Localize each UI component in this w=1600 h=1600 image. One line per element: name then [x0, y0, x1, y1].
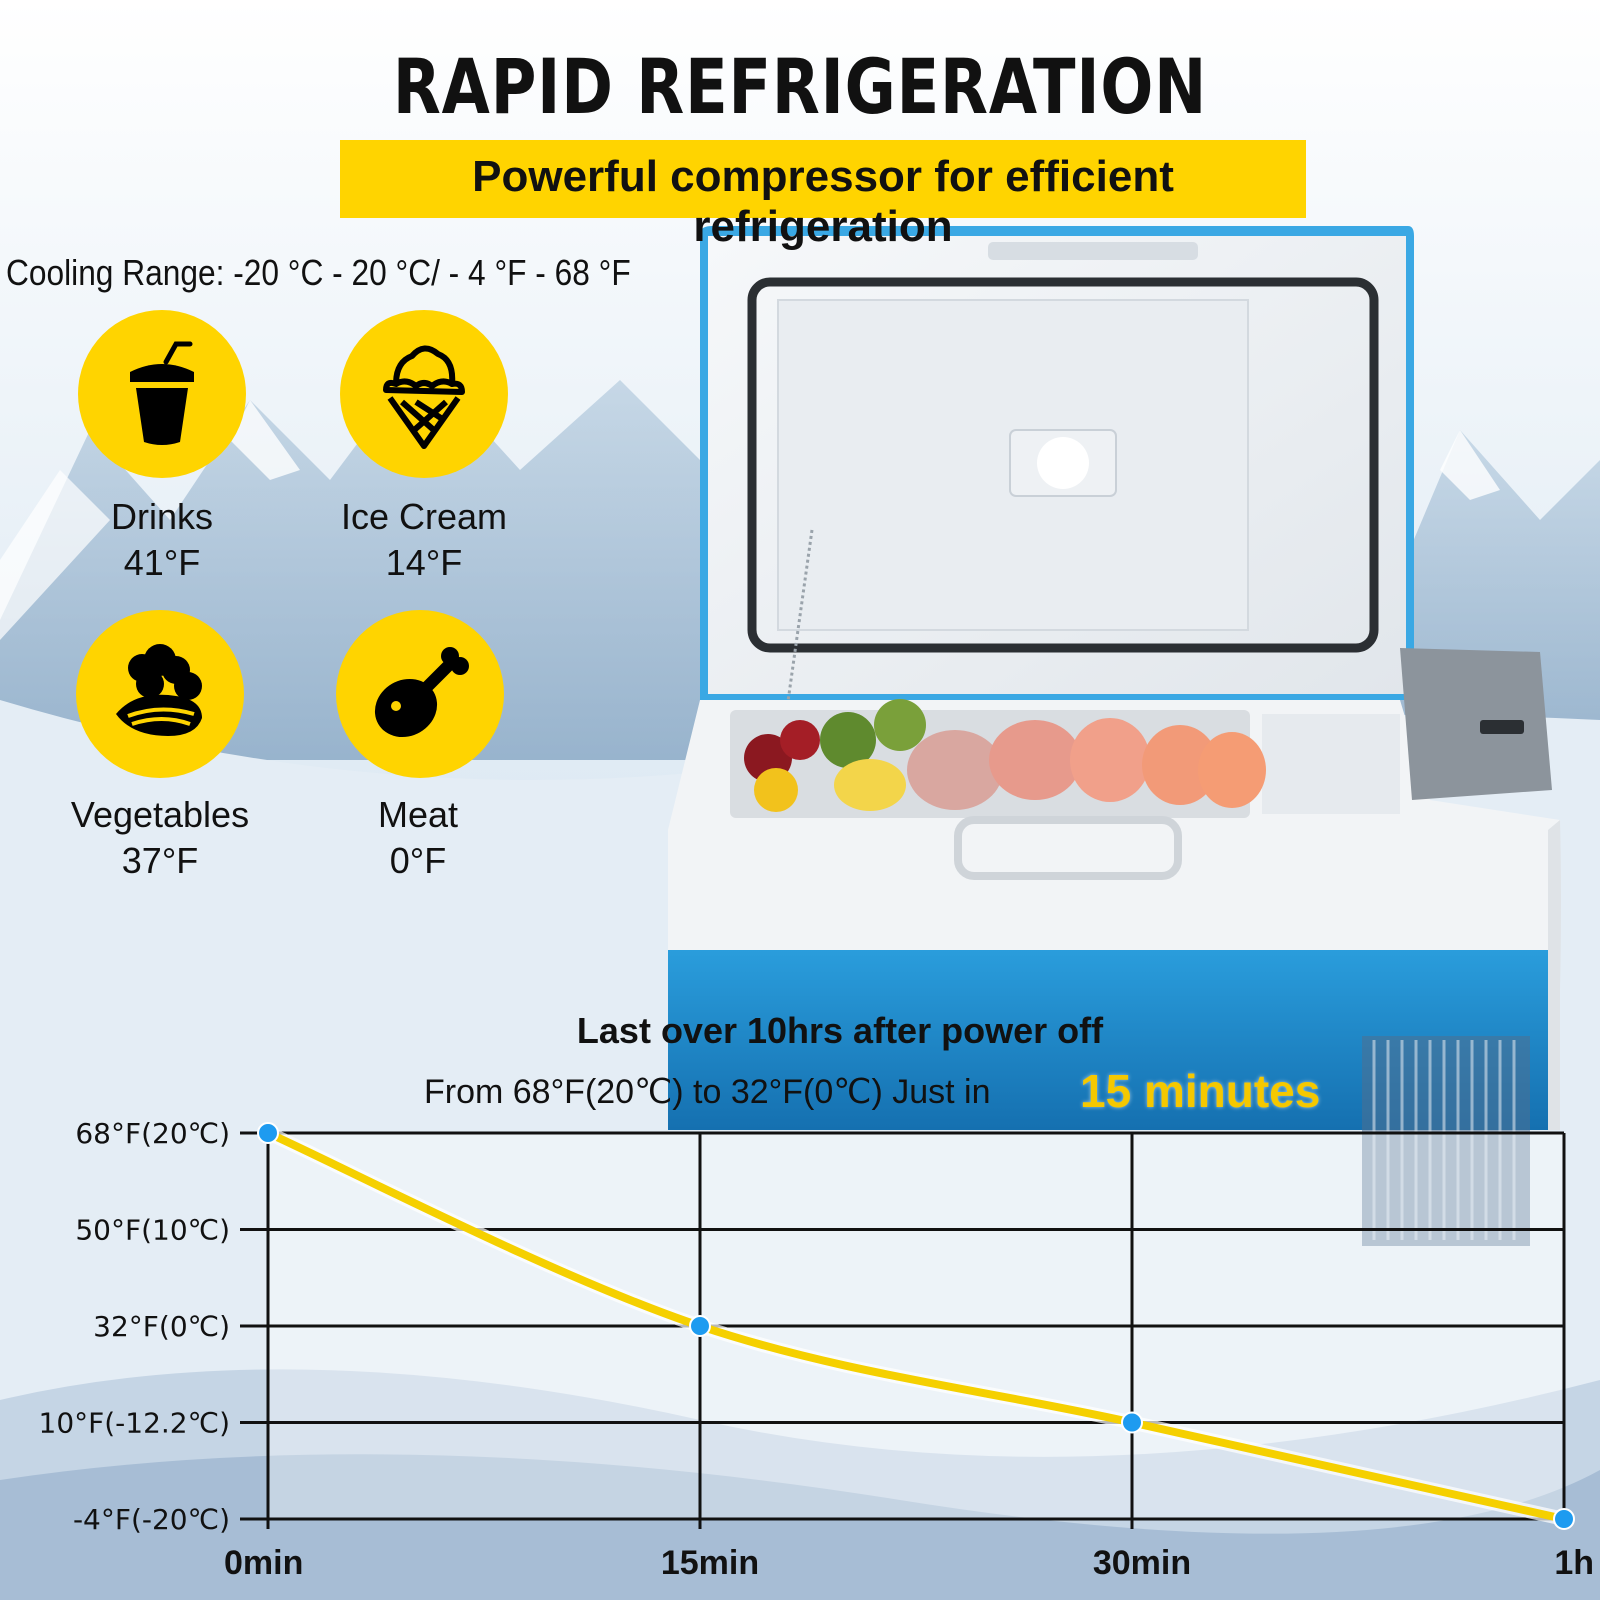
- y-tick-label: -4°F(-20℃): [73, 1503, 230, 1536]
- y-tick-label: 32°F(0℃): [93, 1310, 230, 1343]
- food-temp: 14°F: [385, 542, 463, 583]
- food-temp: 0°F: [389, 840, 447, 881]
- data-point: [1553, 1508, 1575, 1530]
- x-tick-label: 30min: [1093, 1544, 1191, 1582]
- food-name: Meat: [377, 794, 459, 835]
- fridge-lid: [700, 226, 1414, 731]
- chart-series: [261, 1126, 1571, 1526]
- cooling-range-text: Cooling Range: -20 °C - 20 °C/ - 4 °F - …: [6, 252, 631, 293]
- fridge-body: [668, 648, 1561, 1246]
- callout-headline: Last over 10hrs after power off: [576, 1010, 1104, 1051]
- food-name: Vegetables: [70, 794, 250, 835]
- drink-cup-icon: [130, 341, 194, 445]
- x-tick-label: 1h: [1554, 1544, 1594, 1582]
- data-point: [689, 1315, 711, 1337]
- chart-points: [257, 1122, 1575, 1530]
- x-tick-label: 15min: [661, 1544, 759, 1582]
- ice-cream-icon: [383, 345, 465, 449]
- main-title: RAPID REFRIGERATION: [392, 42, 1208, 131]
- food-temp: 37°F: [121, 840, 199, 881]
- meat-drumstick-icon: [374, 647, 469, 738]
- subtitle: Powerful compressor for efficient refrig…: [472, 152, 1174, 251]
- callout-detail: From 68°F(20℃) to 32°F(0℃) Just in: [424, 1073, 991, 1111]
- ice-cream-badge: [340, 310, 508, 478]
- food-tray: [744, 699, 1266, 812]
- x-tick-label: 0min: [224, 1544, 303, 1582]
- drinks-badge: [78, 310, 246, 478]
- food-label-ice-cream: Ice Cream 14°F: [294, 494, 554, 586]
- subtitle-band: [340, 140, 1306, 218]
- food-name: Ice Cream: [340, 496, 508, 537]
- meat-badge: [336, 610, 504, 778]
- series-line: [264, 1129, 1568, 1523]
- food-label-vegetables: Vegetables 37°F: [30, 792, 290, 884]
- data-point: [1121, 1411, 1143, 1434]
- food-label-meat: Meat 0°F: [288, 792, 548, 884]
- vegetables-badge: [76, 610, 244, 778]
- y-tick-label: 50°F(10℃): [75, 1214, 230, 1247]
- y-tick-label: 10°F(-12.2℃): [39, 1407, 230, 1440]
- food-temp: 41°F: [123, 542, 201, 583]
- food-name: Drinks: [110, 496, 213, 537]
- callout-highlight: 15 minutes: [1080, 1065, 1321, 1117]
- vegetables-icon: [116, 644, 202, 736]
- food-label-drinks: Drinks 41°F: [32, 494, 292, 586]
- y-tick-label: 68°F(20℃): [75, 1117, 230, 1150]
- data-point: [257, 1122, 279, 1144]
- vent-grille: [1362, 1036, 1530, 1246]
- chart-labels: 68°F(20℃) 50°F(10℃) 32°F(0℃) 10°F(-12.2℃) -4…: [39, 1117, 1594, 1582]
